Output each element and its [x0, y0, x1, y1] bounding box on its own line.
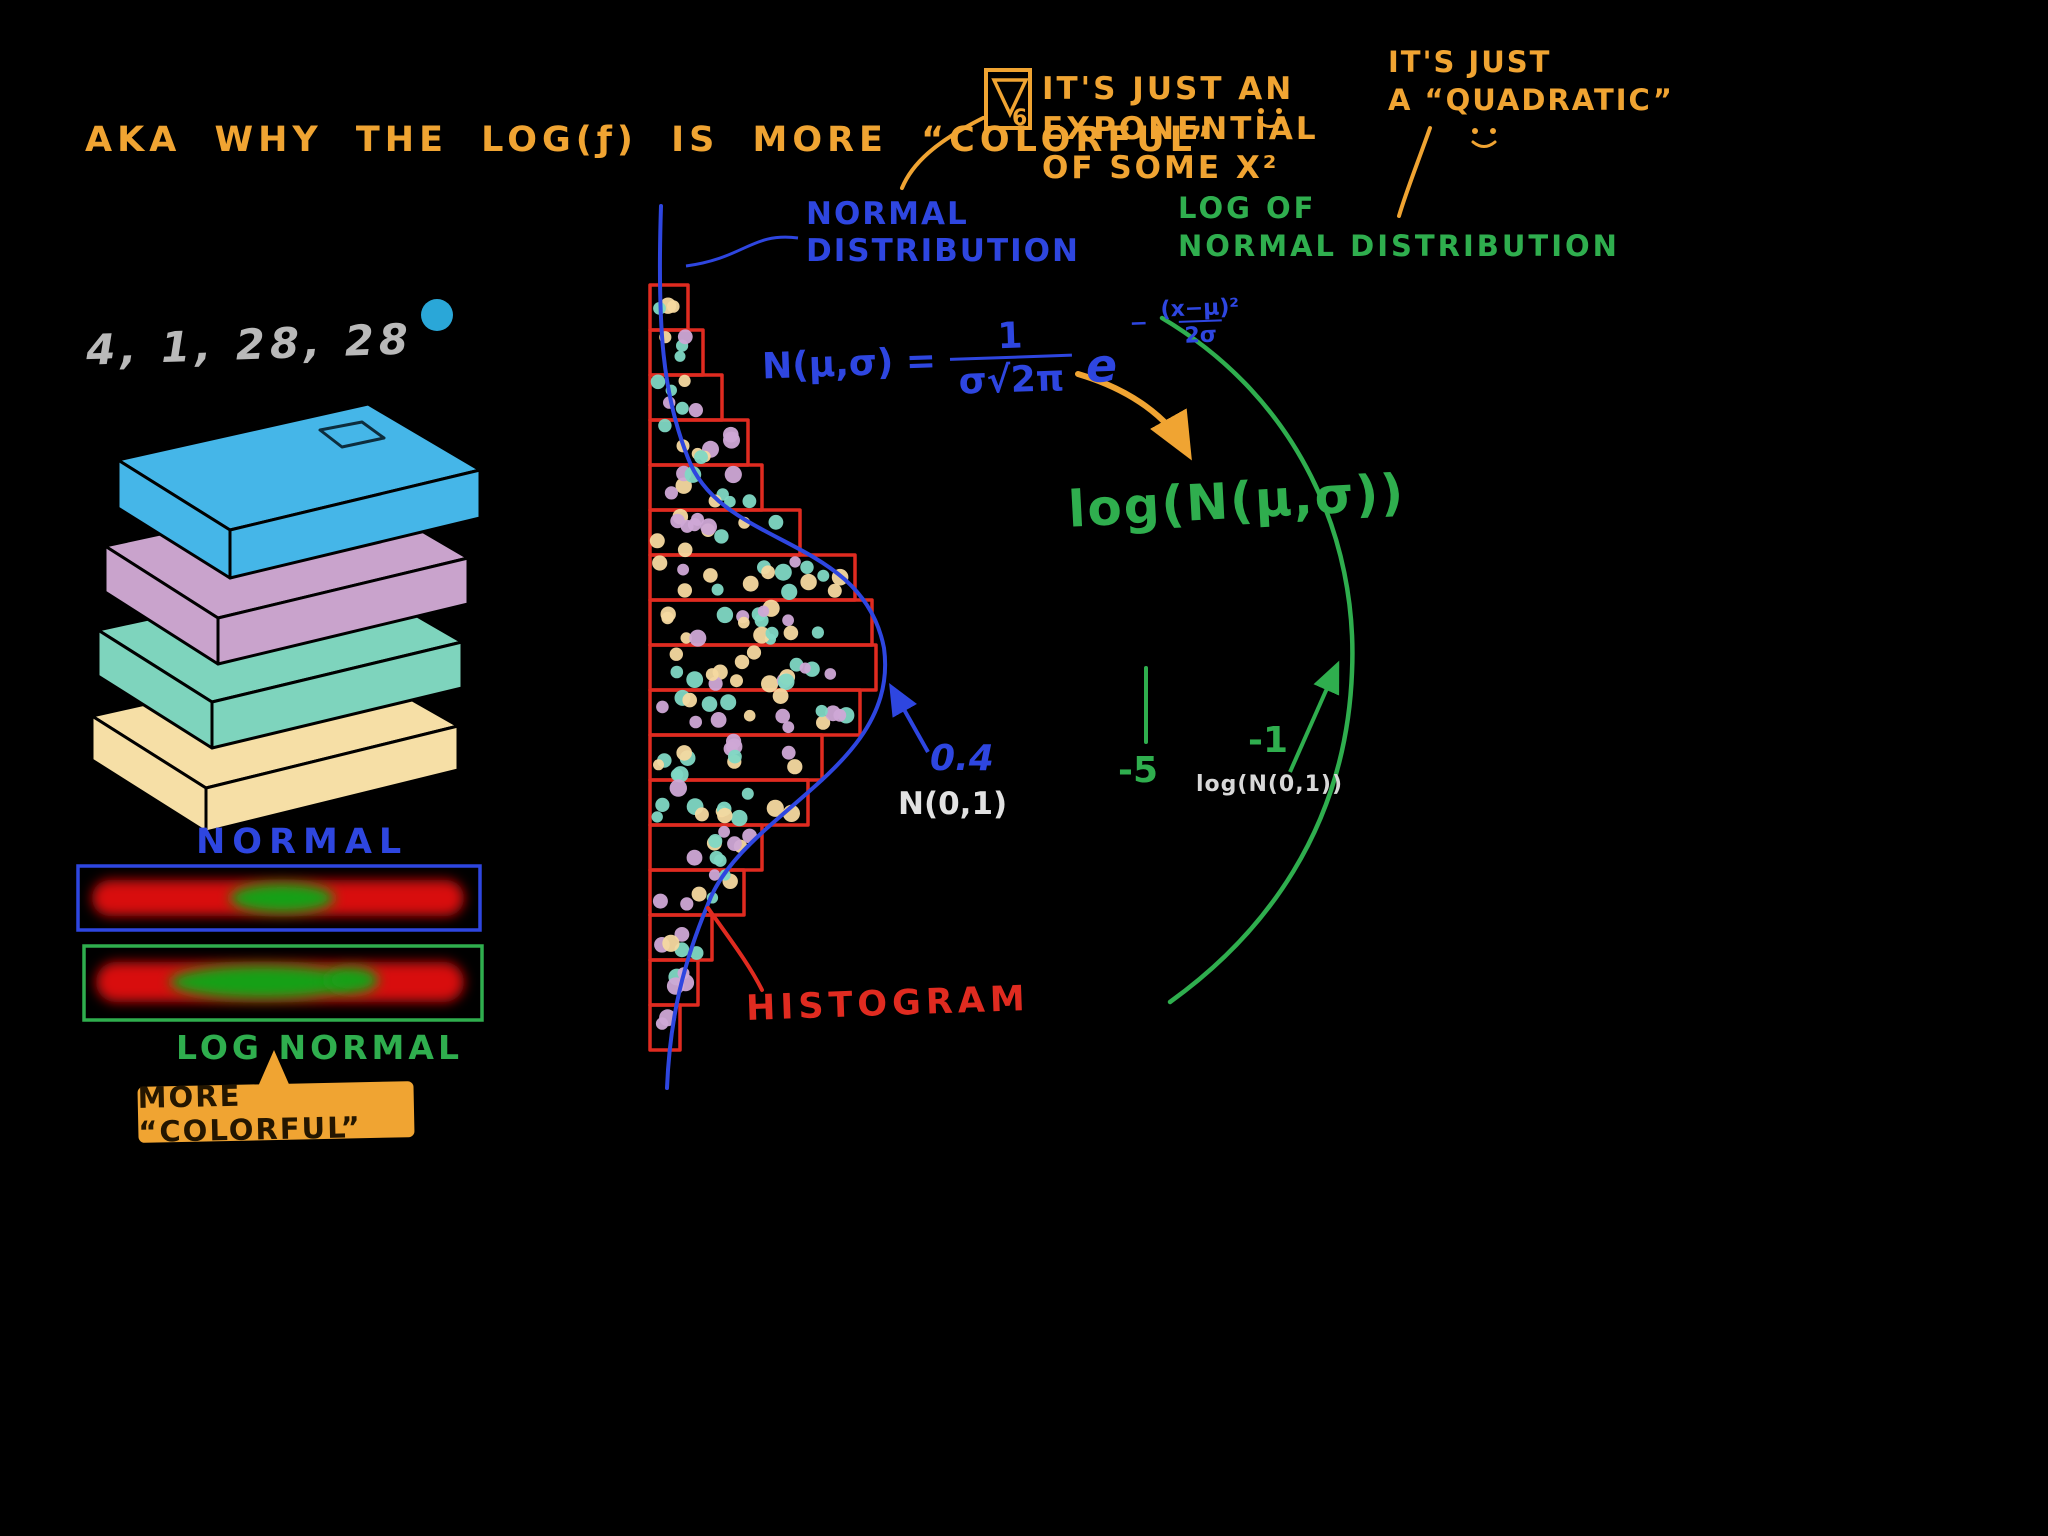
exponential-note-line: OF SOME X² — [1042, 150, 1280, 187]
peak-value-label: 0.4 — [930, 738, 994, 779]
formula-lhs: N(μ,σ) = — [761, 340, 937, 388]
log-of-normal-label: LOG OF NORMAL DISTRIBUTION — [1178, 191, 1620, 263]
quadratic-curve — [1159, 315, 1355, 1005]
page-title: AKA WHY THE LOG(ƒ) IS MORE “COLORFUL” — [85, 120, 1217, 160]
layer-stack — [90, 402, 482, 834]
formula-fraction: 1 σ√2π — [949, 315, 1073, 402]
log-normal-strip-label: LOG NORMAL — [176, 1028, 463, 1067]
log-n01-label: log(N(0,1)) — [1196, 772, 1344, 797]
n01-label: N(0,1) — [898, 786, 1008, 822]
minus1-arrow-icon — [1288, 660, 1340, 773]
formula-exponent: − (x−μ)² 2σ — [1129, 294, 1240, 349]
smiley-icon — [1471, 128, 1497, 148]
exponential-note: IT'S JUST AN EXPONENTIAL OF SOME X² — [1042, 70, 1319, 189]
normal-curve — [657, 204, 888, 1090]
normal-label-connector — [685, 235, 799, 268]
slab-hole — [318, 420, 386, 449]
formula-e-base: e — [1084, 337, 1118, 393]
smiley-icon — [1257, 108, 1283, 128]
log-normal-strip — [82, 944, 484, 1022]
exponential-note-line: IT'S JUST AN — [1042, 71, 1295, 107]
minus5-label: -5 — [1118, 750, 1158, 791]
formula-to-log-arrow-icon — [1075, 371, 1192, 461]
flag-number: 6 — [1012, 106, 1028, 131]
histogram-label-connector — [706, 906, 764, 992]
histogram-bars — [648, 283, 878, 1052]
minus1-label: -1 — [1248, 720, 1288, 761]
peak-arrow-icon — [889, 683, 930, 753]
quadratic-note: IT'S JUST A “QUADRATIC” — [1388, 44, 1674, 119]
slab-blue — [116, 402, 482, 580]
normal-pdf-formula: N(μ,σ) = 1 σ√2π e − (x−μ)² 2σ — [761, 295, 1250, 409]
quadratic-note-line: A “QUADRATIC” — [1388, 82, 1674, 117]
more-colorful-callout: MORE “COLORFUL” — [137, 1079, 415, 1149]
exponential-note-line: EXPONENTIAL — [1042, 110, 1319, 147]
exp-note-connector — [900, 116, 985, 190]
quad-note-connector — [1397, 126, 1432, 218]
normal-distribution-label: NORMAL DISTRIBUTION — [806, 196, 1080, 270]
histogram-dots — [649, 297, 855, 1030]
normal-strip-label: NORMAL — [196, 822, 409, 862]
normal-strip — [76, 864, 482, 932]
quadratic-note-line: IT'S JUST — [1388, 45, 1552, 79]
nabla-flag-icon — [984, 68, 1032, 130]
blue-dot — [421, 299, 453, 331]
